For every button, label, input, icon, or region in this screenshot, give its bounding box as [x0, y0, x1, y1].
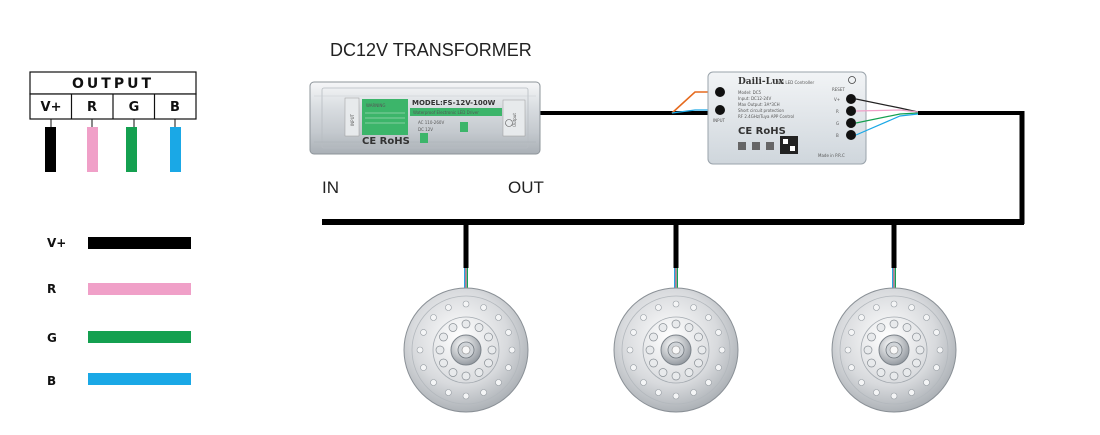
reset-button[interactable] — [848, 76, 856, 84]
controller-product: WiFi LED Controller — [776, 80, 815, 85]
output-col-g: G — [129, 100, 140, 115]
controller-port-r — [846, 106, 856, 116]
legend-label-g: G — [47, 331, 57, 345]
controller-cert: CE RoHS — [738, 126, 786, 137]
controller-input-port-1 — [715, 87, 725, 97]
controller-input-tag: INPUT — [713, 118, 726, 123]
qr-code-icon — [780, 136, 798, 154]
output-wire-r — [87, 127, 98, 172]
output-table-header: OUTPUT — [72, 76, 154, 92]
transformer-warning: WARNING — [366, 103, 386, 108]
diagram-title: DC12V TRANSFORMER — [330, 40, 532, 60]
controller-port-label-b: B — [836, 133, 839, 138]
label-out: OUT — [508, 178, 544, 197]
transformer-cert: CE RoHS — [362, 136, 410, 147]
output-col-r: R — [87, 100, 97, 115]
legend-bar-vplus — [88, 237, 191, 249]
legend-label-vplus: V+ — [47, 236, 66, 250]
output-wire-g — [126, 127, 137, 172]
transformer-subtitle: Waterproof Electronic LED Driver — [413, 110, 479, 115]
controller-port-label-vplus: V+ — [834, 97, 840, 102]
transformer-unit: INPUT WARNING MODEL:FS-12V-100W Waterpro… — [309, 81, 541, 155]
apple-icon — [766, 142, 774, 150]
controller-origin: Made in P.R.C — [818, 153, 845, 158]
controller-port-vplus — [846, 94, 856, 104]
label-in: IN — [322, 178, 339, 197]
legend-bar-b — [88, 373, 191, 385]
led-lights — [403, 287, 957, 413]
controller-input-wires — [671, 91, 713, 114]
output-col-vplus: V+ — [41, 100, 62, 115]
wire-legend: V+ R G B — [47, 236, 191, 388]
output-wire-b — [170, 127, 181, 172]
output-wire-vplus — [45, 127, 56, 172]
controller-brand: Daili-Lux — [738, 77, 785, 87]
legend-bar-g — [88, 331, 191, 343]
transformer-spec-in: AC 110-260V — [418, 120, 444, 125]
controller-port-label-g: G — [836, 121, 839, 126]
controller-reset-label: RESET — [832, 87, 845, 92]
controller-output-wires — [855, 98, 919, 136]
led-light-2 — [613, 287, 739, 413]
controller-port-b — [846, 130, 856, 140]
controller-port-label-r: R — [836, 109, 839, 114]
transformer-model: MODEL:FS-12V-100W — [412, 99, 496, 107]
controller-spec-1: Model: DC5 — [738, 90, 762, 95]
phone-icon — [738, 142, 746, 150]
controller-input-port-2 — [715, 105, 725, 115]
output-table: OUTPUT V+ R G B — [29, 71, 197, 172]
legend-label-r: R — [47, 282, 56, 296]
legend-bar-r — [88, 283, 191, 295]
controller-port-g — [846, 118, 856, 128]
output-col-b: B — [170, 100, 180, 115]
main-cable — [322, 111, 1025, 268]
controller-spec-2: Input: DC12-24V — [738, 96, 771, 101]
controller-spec-3: Max Output: 3A*3CH — [738, 102, 780, 107]
transformer-spec-out: DC 12V — [418, 127, 433, 132]
controller-spec-5: RF 2.4GHz/Tuya APP Control — [738, 114, 794, 119]
transformer-input-tag: INPUT — [350, 113, 355, 126]
led-light-1 — [403, 287, 529, 413]
light-pigtails — [464, 268, 896, 290]
android-icon — [752, 142, 760, 150]
transformer-output-tag: Output — [512, 113, 517, 127]
led-light-3 — [831, 287, 957, 413]
wifi-controller: INPUT Daili-Lux WiFi LED Controller Mode… — [707, 71, 867, 165]
controller-spec-4: Short circuit protection — [738, 108, 784, 113]
legend-label-b: B — [47, 374, 56, 388]
